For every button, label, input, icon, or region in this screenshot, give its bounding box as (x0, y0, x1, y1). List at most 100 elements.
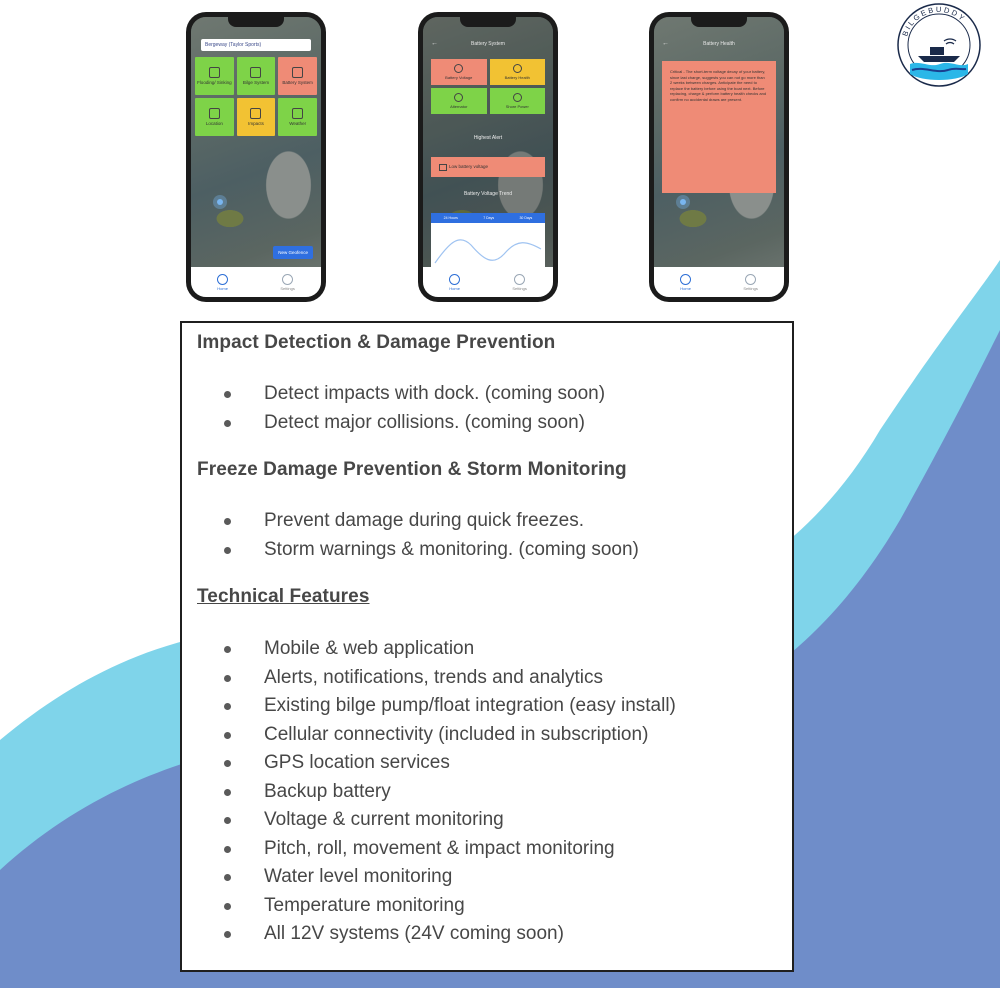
trend-label: Battery Voltage Trend (463, 191, 513, 197)
bullet-icon (224, 391, 231, 398)
tile-weather[interactable]: Weather (278, 98, 317, 136)
list-item: Water level monitoring (197, 863, 777, 892)
nav-label: Settings (743, 285, 758, 291)
impact-icon (250, 108, 262, 119)
phone-notch (228, 17, 284, 27)
list-item-text: Cellular connectivity (included in subsc… (264, 723, 649, 745)
list-item: Prevent damage during quick freezes. (197, 507, 777, 536)
plug-icon (512, 93, 522, 102)
nav-settings[interactable]: Settings (743, 273, 758, 291)
bullet-icon (224, 646, 231, 653)
nav-label: Home (680, 285, 691, 291)
list-item: Mobile & web application (197, 635, 777, 664)
bullet-icon (224, 674, 231, 682)
bullet-icon (224, 518, 231, 525)
tile-impacts[interactable]: Impacts (236, 98, 276, 136)
voltage-trend-line (434, 239, 542, 264)
phone-home-screen: Bergeway (Taylor Sports) Flooding/ Sinki… (186, 12, 326, 302)
bullet-icon (224, 788, 231, 796)
heart-icon (512, 64, 522, 73)
tile-label: Flooding/ Sinking (197, 80, 232, 85)
list-item: Voltage & current monitoring (197, 806, 777, 835)
nav-label: Settings (512, 285, 527, 291)
tile-battery-health[interactable]: Battery Health (489, 59, 545, 85)
tile-label: Battery Health (504, 75, 530, 80)
tab-7-days[interactable]: 7 Days (483, 216, 495, 220)
nav-home[interactable]: Home (217, 273, 229, 291)
new-geofence-button[interactable]: New Geofence (273, 246, 313, 259)
location-icon (208, 108, 220, 119)
list-item: Temperature monitoring (197, 892, 777, 921)
list-item: Backup battery (197, 778, 777, 807)
alert-row[interactable]: Low battery voltage (431, 157, 545, 177)
bullet-icon (224, 419, 231, 427)
battery-tile-grid: Battery Voltage Battery Health Alternato… (431, 59, 545, 114)
nav-label: Home (449, 285, 460, 291)
screen-title: ← Battery System (423, 37, 553, 51)
list-item: Existing bilge pump/float integration (e… (197, 692, 777, 721)
tile-alternator[interactable]: Alternator (431, 88, 487, 114)
list-item: Detect major collisions. (coming soon) (197, 409, 777, 438)
battery-health-screen: ← Battery Health Critical - The short-ter… (654, 17, 784, 297)
nav-settings[interactable]: Settings (512, 273, 527, 291)
technical-feature-list: Mobile & web application Alerts, notific… (197, 635, 777, 949)
nav-home[interactable]: Home (680, 273, 692, 291)
screen-title-text: Battery System (471, 41, 505, 47)
tile-bilge-system[interactable]: Bilge System (236, 57, 276, 95)
screen-title-text: Battery Health (703, 41, 735, 47)
list-item-text: Existing bilge pump/float integration (e… (264, 695, 676, 716)
phone-battery-system-screen: ← Battery System Battery Voltage Battery … (418, 12, 558, 302)
section-heading-impact: Impact Detection & Damage Prevention (197, 332, 556, 353)
list-item-text: Detect major collisions. (coming soon) (264, 411, 586, 433)
screen-title: ← Battery Health (654, 37, 784, 51)
highest-alert-label: Highest Alert (473, 135, 503, 141)
list-item-text: Voltage & current monitoring (264, 809, 504, 830)
tile-flooding[interactable]: Flooding/ Sinking (195, 57, 234, 95)
nav-label: Settings (280, 285, 295, 291)
list-item-text: All 12V systems (24V coming soon) (264, 923, 564, 944)
critical-message-box: Critical - The short-term voltage decay … (662, 61, 776, 193)
vessel-search-bar[interactable]: Bergeway (Taylor Sports) (201, 39, 311, 51)
list-item-text: Backup battery (264, 780, 391, 802)
bullet-icon (224, 874, 231, 881)
tile-label: Bilge System (242, 80, 270, 85)
boat-location-marker (680, 199, 686, 205)
tab-30-days[interactable]: 30 Days (519, 216, 533, 220)
home-icon (217, 273, 229, 285)
tab-24-hours[interactable]: 24 Hours (443, 216, 458, 220)
section-heading-freeze: Freeze Damage Prevention & Storm Monitor… (197, 459, 627, 480)
tile-label: Weather (289, 121, 307, 126)
tile-label: Battery Voltage (445, 75, 473, 80)
tile-location[interactable]: Location (195, 98, 234, 136)
list-item-text: Water level monitoring (264, 866, 453, 887)
phone-notch (460, 17, 516, 27)
bullet-icon (224, 902, 231, 910)
tile-shore-power[interactable]: Shore Power (489, 88, 545, 114)
tile-battery-voltage[interactable]: Battery Voltage (431, 59, 487, 85)
list-item-text: Alerts, notifications, trends and analyt… (264, 666, 604, 688)
phone-battery-health-screen: ← Battery Health Critical - The short-ter… (649, 12, 789, 302)
home-icon (680, 273, 692, 285)
list-item: Storm warnings & monitoring. (coming soo… (197, 536, 777, 565)
bullet-icon (224, 703, 231, 710)
chat-icon (439, 164, 447, 171)
gear-icon (514, 273, 526, 285)
bullet-icon (224, 731, 231, 739)
tile-label: Impacts (248, 121, 264, 126)
phone-notch (691, 17, 747, 27)
list-item-text: Pitch, roll, movement & impact monitorin… (264, 837, 615, 859)
tile-battery-system[interactable]: Battery System (278, 57, 317, 95)
back-arrow-icon[interactable]: ← (431, 40, 438, 47)
back-arrow-icon[interactable]: ← (662, 40, 669, 47)
nav-settings[interactable]: Settings (280, 273, 295, 291)
list-item: Pitch, roll, movement & impact monitorin… (197, 835, 777, 864)
bottom-nav: Home Settings (191, 267, 321, 297)
bullet-icon (224, 931, 231, 938)
bottom-nav: Home Settings (654, 267, 784, 297)
alternator-icon (454, 93, 464, 102)
alert-text: Low battery voltage (449, 164, 489, 169)
list-item-text: Temperature monitoring (264, 894, 465, 916)
list-item: Alerts, notifications, trends and analyt… (197, 664, 777, 693)
nav-home[interactable]: Home (449, 273, 461, 291)
impact-feature-list: Detect impacts with dock. (coming soon) … (197, 380, 777, 437)
